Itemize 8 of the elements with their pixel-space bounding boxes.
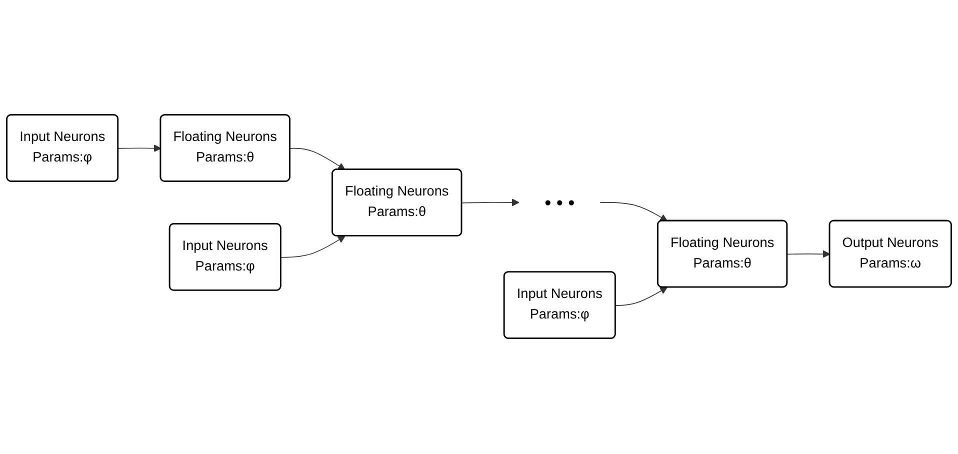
arrow [786,250,830,258]
arrow [462,199,520,207]
arrow [600,202,668,222]
arrow [615,288,668,306]
node-text: • • • [544,192,575,214]
arrow [280,236,346,258]
arrow [118,145,162,152]
arrow [290,148,346,171]
